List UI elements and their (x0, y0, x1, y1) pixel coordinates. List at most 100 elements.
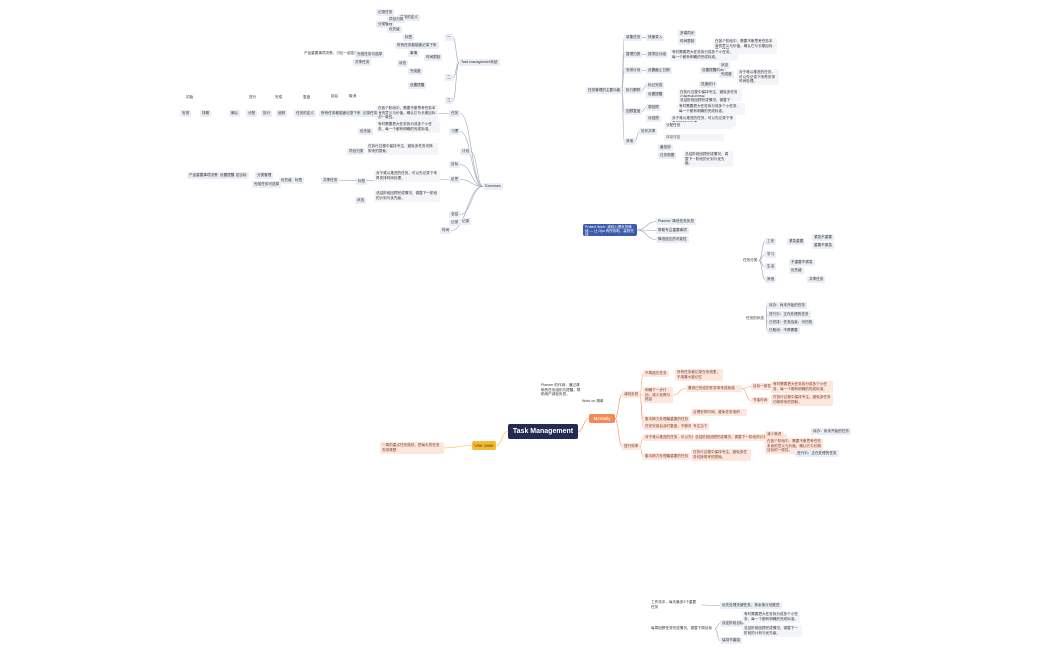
node-rt-c4b[interactable]: 月回顾 (646, 115, 661, 122)
node-rt-c3[interactable]: 标记完成 (646, 82, 665, 89)
node-flow-1[interactable]: 排期 (200, 110, 212, 117)
node-rt-c0a[interactable]: 多端同步 (678, 30, 697, 37)
node-rs1-l1[interactable]: 紧急不重要 (812, 234, 834, 241)
node-rm-1[interactable]: 帮助专注重要事项 (656, 227, 689, 234)
node-top-4[interactable]: 延后 (331, 94, 339, 99)
node-side-6[interactable]: 共享任务 (321, 177, 340, 184)
node-rt-root[interactable]: 任务管理的主要功能 (586, 87, 623, 94)
node-ex-7[interactable]: 时间 (440, 227, 452, 234)
node-m-g0c4[interactable]: 集中精力处理最重要的任务 (643, 416, 691, 423)
node-rt-c3x[interactable]: 进度统计 (699, 81, 718, 88)
node-item-3[interactable]: 项目归类 (387, 16, 406, 23)
node-bottom-2[interactable]: 每周回顾任务完成情况，调整下周目标 (651, 626, 713, 631)
node-rs2-c3[interactable]: 已取消：不再需要 (767, 327, 800, 334)
node-m-note[interactable]: Planner 的作用：通过清晰的任务组织与提醒，帮助用户减轻负担。 (541, 383, 581, 397)
node-label-a[interactable]: 优先级 (358, 128, 373, 135)
node-exercises[interactable]: Exercises (483, 183, 503, 190)
node-m-x0[interactable]: 目标一致性 (751, 383, 773, 390)
node-rt-c5a[interactable]: 分配任务 (664, 122, 732, 129)
node-side-5[interactable]: 标签 (293, 177, 305, 184)
node-usecase-note[interactable]: 一周的重点任务规划，把每天的任务安排清楚 (380, 442, 444, 454)
node-rs1-l2[interactable]: 重要不紧急 (812, 242, 834, 249)
node-branch-a2[interactable]: 二 (445, 74, 453, 81)
node-item-14[interactable]: 设置提醒 (408, 82, 427, 89)
node-m-g0c1[interactable]: 所有任务都记录在系统里，不用靠大脑记忆 (675, 369, 723, 381)
node-rs2-c1[interactable]: 进行中：正在处理的任务 (767, 311, 811, 318)
node-rt-c1[interactable]: 按项目分组 (646, 51, 668, 58)
node-top-1[interactable]: 进行 (249, 95, 257, 100)
node-label-d[interactable]: 状态 (355, 197, 367, 204)
node-side-0[interactable]: 产品重要事项决策、讨论一起定目标 (187, 172, 249, 179)
node-top-0[interactable]: 初始 (186, 95, 194, 100)
node-side-3[interactable]: 完成任务可选择 (252, 181, 282, 188)
node-m-x3[interactable]: 在执行过程中保持专注，避免多任务切换带来的损耗。 (771, 394, 833, 406)
node-rs2-c0[interactable]: 待办：尚未开始的任务 (767, 302, 807, 309)
node-rt-c2d[interactable]: 对于难以推进的任务，可以先记录下来再安排时间处理。 (737, 69, 779, 86)
node-item-7[interactable]: 时间限制 (424, 54, 443, 61)
node-item-8[interactable]: 事情 (408, 50, 420, 57)
node-bottom-1[interactable]: 优先处理关键任务，其余按计划推进 (720, 602, 782, 609)
node-rs1-root[interactable]: 任务分类 (743, 258, 758, 263)
node-item-11[interactable]: 产品重要事项决策、讨论一起定目标 (304, 51, 362, 56)
node-m-g0c0[interactable]: 不再遗忘任务 (643, 370, 669, 377)
node-m-g0c3[interactable]: 看到已完成的任务带来成就感 (686, 385, 742, 392)
node-rm-2[interactable]: 降低遗忘的可能性 (656, 236, 689, 243)
node-rt-b3[interactable]: 执行跟踪 (624, 87, 643, 94)
node-bottom-0[interactable]: 工作流中，每天最多3个重要任务 (651, 600, 697, 609)
node-rt-c4a[interactable]: 有时需要把大任务拆分成多个小任务，每一个都有明确的完成标准。 (677, 103, 745, 115)
node-rt-c1a[interactable]: 有时需要把大任务拆分成多个小任务，每一个都有明确的完成标准。 (670, 49, 738, 61)
node-flow-8[interactable]: 记录任务 (361, 110, 380, 117)
node-branch-a1[interactable]: 一 (445, 34, 453, 41)
node-text-1[interactable]: 有时需要把大任务拆分成多个小任务，每一个都有明确的完成标准。 (376, 121, 440, 133)
node-rt-b6[interactable]: 其他 (624, 138, 636, 145)
node-m-x1[interactable]: 节省时间 (751, 397, 770, 404)
node-rt-b2[interactable]: 安排计划 (624, 67, 643, 74)
node-rt-c6a[interactable]: 番茄钟 (658, 144, 673, 151)
node-ex-1[interactable]: 习惯 (449, 128, 461, 135)
node-rt-c2[interactable]: 设置截止日期 (646, 67, 672, 74)
node-rt-c0[interactable]: 快速录入 (646, 34, 665, 41)
node-m-g1c6[interactable]: 在执行过程中保持专注，避免多任务切换带来的损耗。 (691, 449, 751, 461)
node-m-x2[interactable]: 有时需要把大任务拆分成多个小任务，每一个都有明确的完成标准。 (771, 381, 833, 393)
node-rs2-root[interactable]: 任务的状态 (746, 316, 764, 321)
hub-protect-work[interactable]: Protect Work: 减轻心理负担情绪 — 让 Ops 有所协助，高效完成 (583, 224, 637, 237)
node-rs1-l5[interactable]: 共享任务 (807, 276, 826, 283)
node-item-10[interactable]: 完成度 (408, 68, 423, 75)
node-ex-8[interactable]: 记录 (460, 218, 472, 225)
node-rm-0[interactable]: Planner: 降低任务负担 (656, 218, 696, 225)
node-ex-0[interactable]: 任务 (449, 110, 461, 117)
node-m-g0c6[interactable]: 任务完成后及时复盘，不断改进 (643, 423, 698, 430)
node-m-g0c5[interactable]: 合理安排时间，避免任务堆积 (691, 409, 747, 416)
node-rs1-l0[interactable]: 紧急重要 (787, 238, 806, 245)
hub-mentally[interactable]: Mentally (589, 414, 615, 423)
node-bottom-6[interactable]: 保持节奏感 (720, 637, 742, 644)
node-item-6[interactable]: 所有任务都能被记录下来 (395, 42, 439, 49)
node-rs1-c1[interactable]: 学习 (765, 251, 777, 258)
node-m-g0[interactable]: 减轻负担 (622, 391, 641, 398)
node-item-13[interactable]: 共享任务 (353, 59, 372, 66)
node-rt-c4[interactable]: 周回顾 (646, 104, 661, 111)
node-flow-3[interactable]: 分配 (246, 110, 258, 117)
node-rs1-l4[interactable]: 优先级 (789, 267, 804, 274)
node-rt-b1[interactable]: 整理归类 (624, 51, 643, 58)
node-rt-b4[interactable]: 回顾复盘 (624, 108, 643, 115)
node-item-2[interactable]: 分类管理 (376, 21, 395, 28)
node-bottom-3[interactable]: 设定阶段目标 (720, 620, 746, 627)
node-flow-4[interactable]: 执行 (261, 110, 273, 117)
node-item-4[interactable]: 优先级 (387, 26, 402, 33)
node-m-g1c7[interactable]: 进行中：正在处理的任务 (795, 450, 839, 457)
node-rt-c5[interactable]: 协作共享 (639, 128, 658, 135)
node-rs1-c3[interactable]: 其他 (765, 276, 777, 283)
node-flow-0[interactable]: 安排 (180, 110, 192, 117)
node-ex-6[interactable]: 记录 (449, 219, 461, 226)
node-m-g0c2[interactable]: 明确下一步行动，减少犹豫与拖延 (643, 387, 673, 404)
node-rt-b0[interactable]: 收集任务 (624, 34, 643, 41)
node-task-management-root[interactable]: Task management系统 (459, 59, 500, 66)
node-item-9[interactable]: 状态 (397, 60, 409, 67)
node-m-g1c2[interactable]: 减少焦虑 (765, 431, 784, 438)
node-m-g1c1[interactable]: 总结阶段回顾完成情况，调整下一阶段的计划与优先级。 (693, 434, 787, 441)
node-rt-c2b[interactable]: 状态 (719, 62, 731, 69)
node-text-4[interactable]: 总结阶段回顾完成情况，调整下一阶段的计划与优先级。 (374, 190, 440, 202)
node-rt-c0b[interactable]: 时间限制 (678, 38, 697, 45)
node-m-g1[interactable]: 提升效率 (622, 443, 641, 450)
